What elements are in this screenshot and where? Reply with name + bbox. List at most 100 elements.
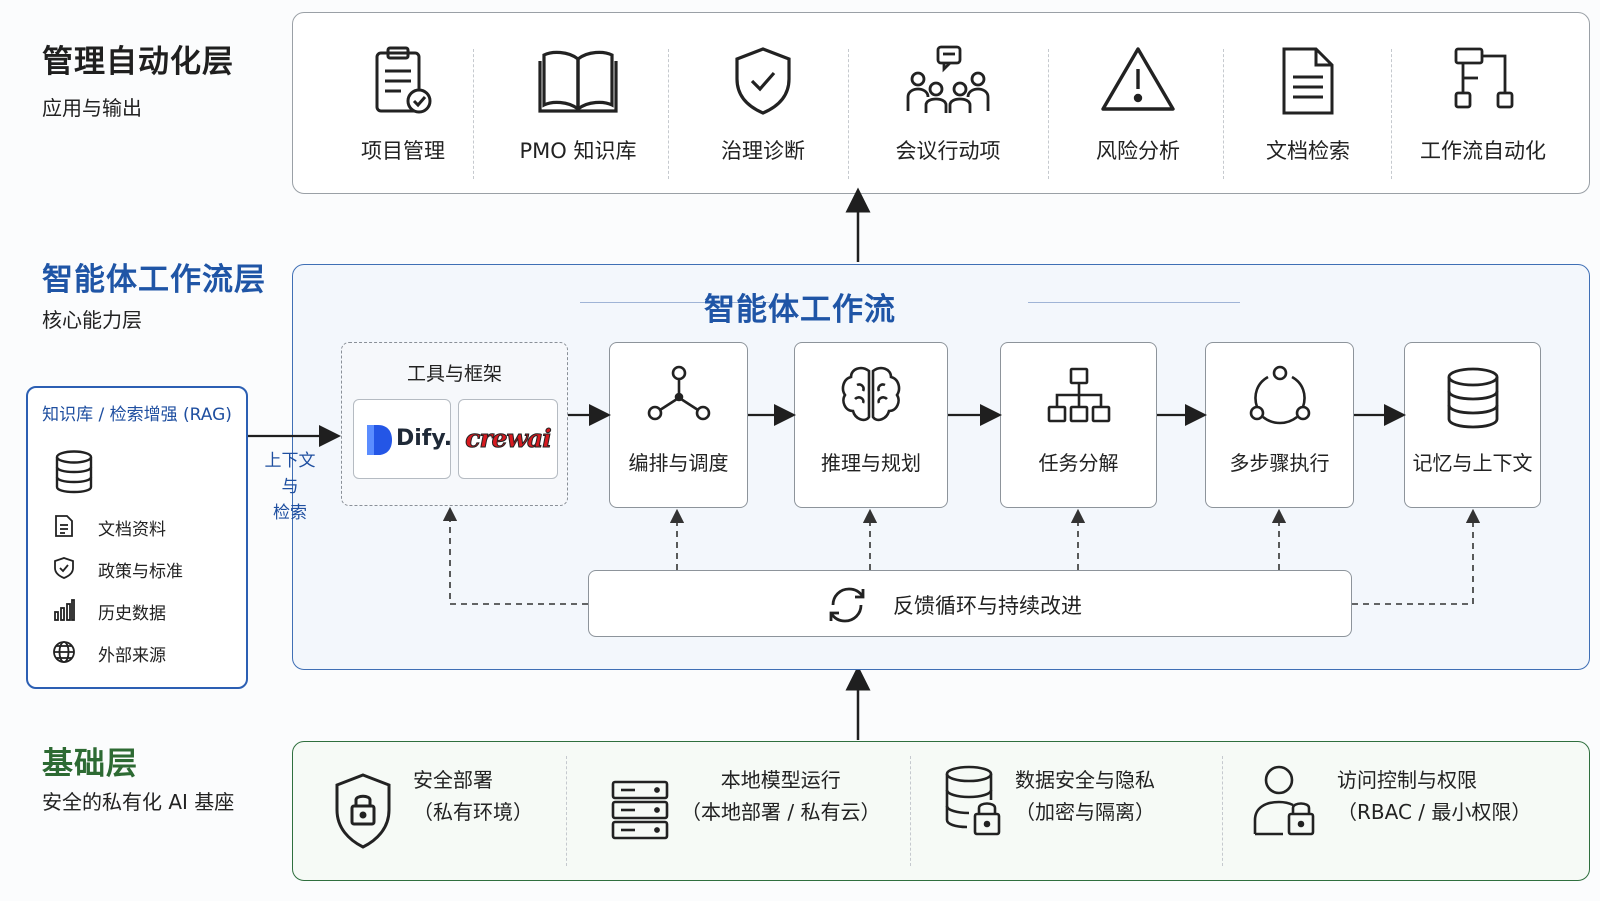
rag-title: 知识库 / 检索增强 (RAG): [42, 405, 232, 425]
app-label: 治理诊断: [721, 139, 805, 163]
foundation-text: 安全部署 （私有环境）: [413, 764, 533, 828]
app-document-search[interactable]: 文档检索: [1228, 13, 1388, 195]
rag-item-label: 历史数据: [98, 604, 166, 624]
foundation-text: 访问控制与权限 （RBAC / 最小权限）: [1337, 764, 1531, 828]
rag-item-label: 文档资料: [98, 520, 166, 540]
context-retrieval-label: 上下文 与 检索: [256, 448, 324, 526]
context-label-line: 上下文: [264, 451, 316, 471]
step-label: 任务分解: [1038, 451, 1119, 475]
tools-title: 工具与框架: [406, 363, 502, 385]
step-multistep-execution[interactable]: 多步骤执行: [1205, 342, 1354, 508]
step-memory-context[interactable]: 记忆与上下文: [1404, 342, 1541, 508]
foundation-line2: （加密与隔离）: [1015, 800, 1155, 824]
brain-icon: [841, 366, 901, 422]
globe-icon: [53, 641, 75, 663]
step-reasoning[interactable]: 推理与规划: [794, 342, 948, 508]
hierarchy-icon: [1047, 367, 1110, 423]
foundation-line1: 数据安全与隐私: [1015, 768, 1155, 792]
divider: [1391, 49, 1392, 179]
app-governance-diagnosis[interactable]: 治理诊断: [678, 13, 848, 195]
app-project-management[interactable]: 项目管理: [323, 13, 483, 195]
app-workflow-automation[interactable]: 工作流自动化: [1393, 13, 1573, 195]
foundation-line1: 访问控制与权限: [1337, 768, 1477, 792]
divider: [668, 49, 669, 179]
user-lock-icon: [1253, 765, 1315, 836]
layer-subtitle-agent: 核心能力层: [42, 308, 142, 332]
shield-lock-icon: [335, 773, 391, 849]
tools-frameworks-group: 工具与框架 Dify. crewai: [341, 342, 568, 506]
management-layer-panel: 项目管理 PMO 知识库 治理诊断 会议行动项 风险分析: [292, 12, 1590, 194]
foundation-data-security[interactable]: 数据安全与隐私 （加密与隔离）: [943, 742, 1223, 882]
foundation-text: 本地模型运行 （本地部署 / 私有云）: [681, 764, 880, 828]
layer-title-management: 管理自动化层: [42, 44, 234, 80]
document-icon: [1282, 47, 1334, 115]
feedback-label: 反馈循环与持续改进: [893, 594, 1082, 618]
meeting-people-icon: [906, 45, 990, 113]
divider: [910, 756, 911, 866]
foundation-secure-deployment[interactable]: 安全部署 （私有环境）: [333, 742, 563, 882]
database-lock-icon: [945, 765, 1001, 836]
step-orchestration[interactable]: 编排与调度: [609, 342, 748, 508]
foundation-line2: （RBAC / 最小权限）: [1337, 800, 1532, 824]
dify-logo-card[interactable]: Dify.: [353, 399, 453, 479]
rag-knowledge-panel: 知识库 / 检索增强 (RAG) 文档资料 政策与标准 历史数据 外部来源: [26, 386, 248, 689]
divider: [1223, 49, 1224, 179]
foundation-text: 数据安全与隐私 （加密与隔离）: [1015, 764, 1155, 828]
feedback-loop-bar[interactable]: 反馈循环与持续改进: [588, 570, 1352, 637]
app-meeting-actions[interactable]: 会议行动项: [853, 13, 1043, 195]
divider: [566, 756, 567, 866]
app-label: PMO 知识库: [519, 139, 637, 163]
shield-check-icon: [735, 47, 791, 115]
foundation-access-control[interactable]: 访问控制与权限 （RBAC / 最小权限）: [1253, 742, 1583, 882]
crewai-logo-card[interactable]: crewai: [458, 399, 558, 479]
foundation-local-models[interactable]: 本地模型运行 （本地部署 / 私有云）: [611, 742, 911, 882]
context-label-line: 检索: [273, 503, 307, 523]
app-label: 会议行动项: [895, 139, 1001, 163]
database-icon: [55, 450, 93, 494]
step-label: 推理与规划: [821, 451, 921, 475]
step-label: 多步骤执行: [1229, 451, 1330, 475]
warning-triangle-icon: [1101, 47, 1175, 111]
dify-logo-icon: [367, 425, 392, 455]
orchestration-nodes-icon: [647, 365, 710, 421]
app-label: 文档检索: [1266, 139, 1350, 163]
app-label: 工作流自动化: [1420, 139, 1546, 163]
divider: [473, 49, 474, 179]
rag-item-label: 政策与标准: [98, 562, 183, 582]
step-label: 编排与调度: [628, 451, 729, 475]
cycle-steps-icon: [1249, 365, 1310, 425]
dify-logo-text: Dify.: [396, 426, 453, 451]
app-label: 项目管理: [361, 139, 445, 163]
layer-subtitle-management: 应用与输出: [42, 96, 142, 120]
database-icon: [1447, 367, 1498, 429]
workflow-icon: [1454, 47, 1514, 109]
divider: [848, 49, 849, 179]
bar-chart-icon: [54, 599, 75, 621]
clipboard-check-icon: [375, 46, 432, 114]
title-rule-right: [1028, 302, 1240, 303]
layer-subtitle-foundation: 安全的私有化 AI 基座: [42, 790, 235, 814]
workflow-title: 智能体工作流: [704, 292, 896, 328]
document-icon: [55, 515, 73, 537]
rag-item-label: 外部来源: [98, 646, 166, 666]
foundation-line2: （私有环境）: [413, 800, 533, 824]
divider: [1222, 756, 1223, 866]
app-risk-analysis[interactable]: 风险分析: [1053, 13, 1223, 195]
foundation-line2: （本地部署 / 私有云）: [681, 800, 881, 824]
step-task-decomposition[interactable]: 任务分解: [1000, 342, 1157, 508]
foundation-line1: 本地模型运行: [720, 768, 841, 792]
layer-title-agent: 智能体工作流层: [42, 262, 266, 298]
open-book-icon: [538, 50, 618, 113]
foundation-line1: 安全部署: [413, 768, 493, 792]
title-rule-left: [580, 302, 770, 303]
app-pmo-knowledge[interactable]: PMO 知识库: [488, 13, 668, 195]
refresh-cycle-icon: [829, 587, 865, 623]
crewai-logo-text: crewai: [465, 424, 553, 454]
server-icon: [611, 780, 669, 840]
divider: [1048, 49, 1049, 179]
layer-title-foundation: 基础层: [42, 746, 138, 782]
foundation-layer-panel: 安全部署 （私有环境） 本地模型运行 （本地部署 / 私有云） 数据安全与隐私 …: [292, 741, 1590, 881]
shield-icon: [54, 557, 74, 579]
